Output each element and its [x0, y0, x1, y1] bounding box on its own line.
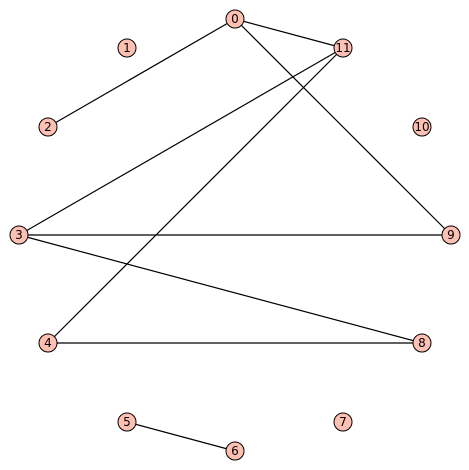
edge-3-8 [18, 234, 423, 344]
node-label-8: 8 [418, 336, 426, 350]
node-circle-6 [225, 441, 245, 461]
node-0: 0 [225, 9, 245, 29]
node-circle-4 [38, 333, 58, 353]
node-label-11: 11 [335, 41, 350, 55]
node-3: 3 [9, 225, 29, 245]
edge-11-3 [18, 47, 344, 236]
node-10: 10 [412, 117, 432, 137]
node-circle-10 [412, 117, 432, 137]
node-label-1: 1 [123, 41, 131, 55]
edge-0-11 [234, 18, 344, 49]
node-8: 8 [412, 333, 432, 353]
node-label-9: 9 [447, 228, 455, 242]
edge-0-2 [47, 18, 236, 128]
node-5: 5 [117, 412, 137, 432]
node-label-7: 7 [339, 415, 347, 429]
edge-0-9 [234, 18, 452, 236]
node-label-10: 10 [414, 120, 429, 134]
edge-11-4 [47, 47, 344, 344]
node-4: 4 [38, 333, 58, 353]
node-7: 7 [333, 412, 353, 432]
edges-layer [18, 18, 452, 452]
node-label-4: 4 [44, 336, 52, 350]
node-circle-7 [333, 412, 353, 432]
node-11: 11 [333, 38, 353, 58]
node-label-2: 2 [44, 120, 52, 134]
node-circle-2 [38, 117, 58, 137]
nodes-layer: 0 1 2 3 4 5 6 7 8 9 10 11 [9, 9, 461, 461]
node-label-3: 3 [15, 228, 23, 242]
node-circle-9 [441, 225, 461, 245]
node-circle-11 [333, 38, 353, 58]
edge-5-6 [126, 421, 236, 452]
node-circle-0 [225, 9, 245, 29]
node-6: 6 [225, 441, 245, 461]
node-circle-8 [412, 333, 432, 353]
node-9: 9 [441, 225, 461, 245]
node-label-5: 5 [123, 415, 131, 429]
node-circle-3 [9, 225, 29, 245]
node-label-0: 0 [231, 12, 239, 26]
node-2: 2 [38, 117, 58, 137]
node-circle-5 [117, 412, 137, 432]
node-1: 1 [117, 38, 137, 58]
node-circle-1 [117, 38, 137, 58]
node-label-6: 6 [231, 444, 239, 458]
